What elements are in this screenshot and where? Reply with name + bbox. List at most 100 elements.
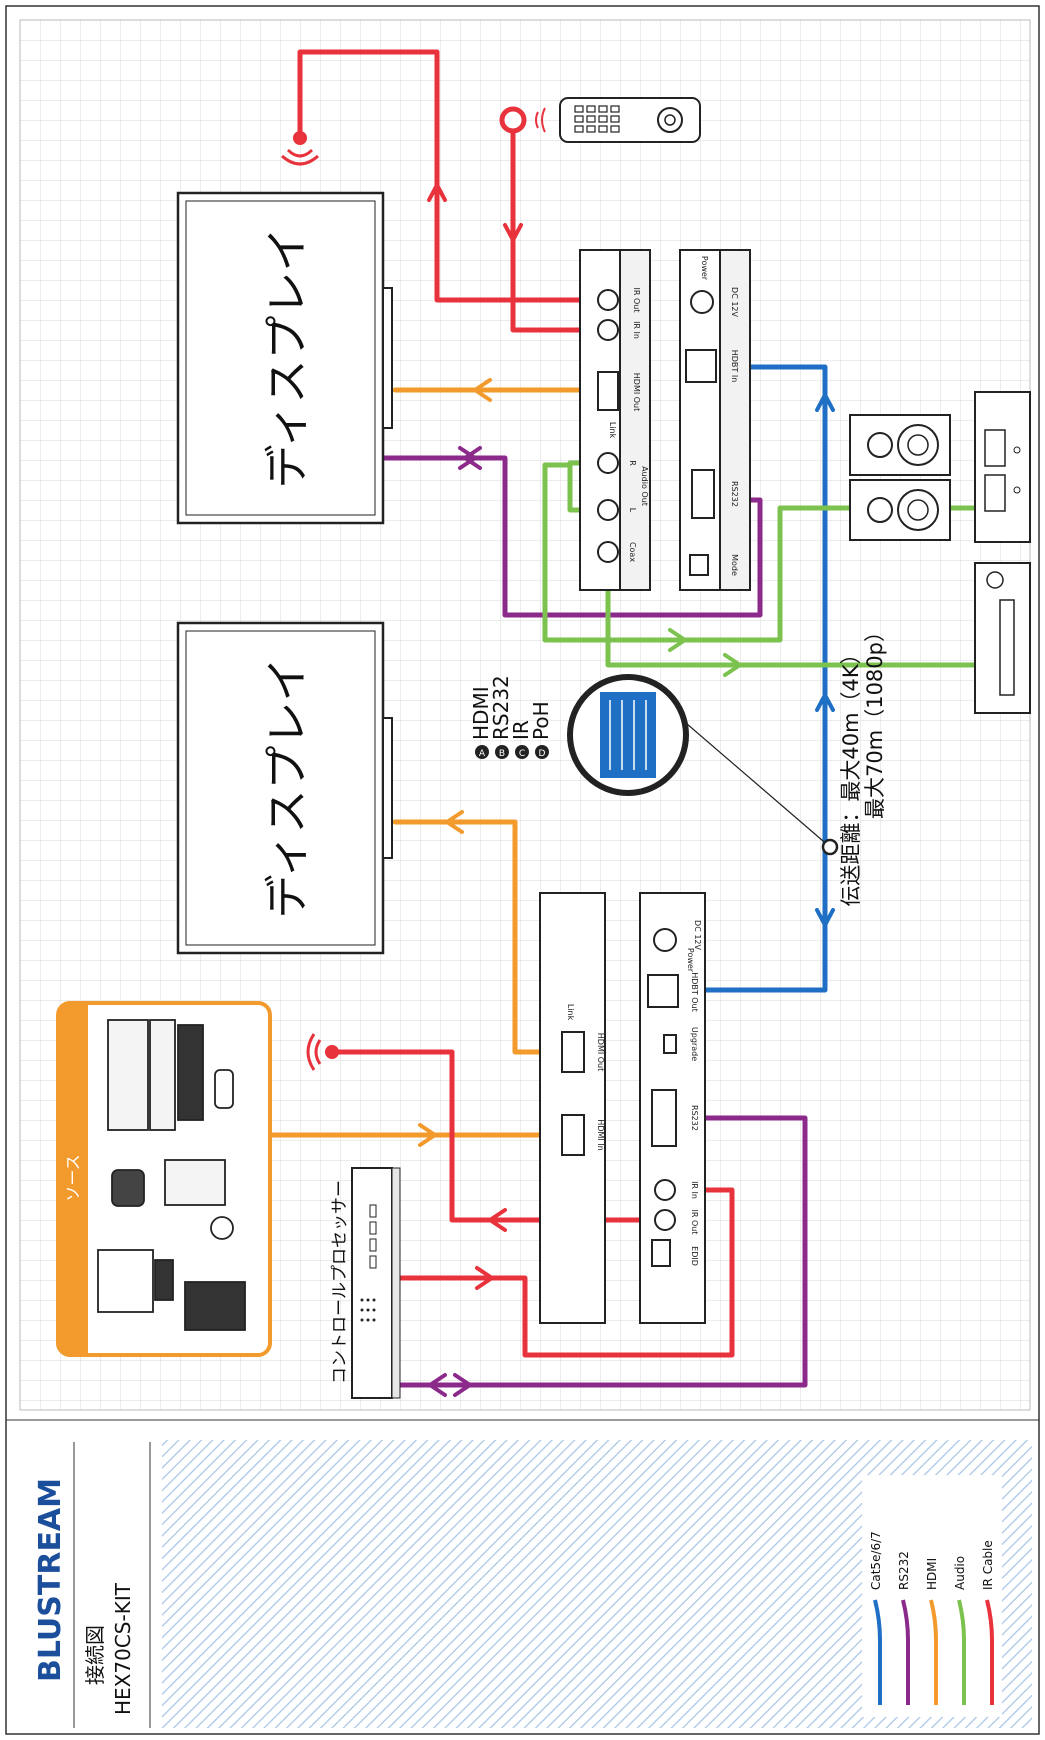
tx-link-label: Link	[566, 1004, 575, 1021]
game-console-icon	[164, 1159, 226, 1206]
tx-rs232-port	[651, 1089, 677, 1147]
receiver-dc-jack	[690, 290, 714, 314]
ir-cable-tx-in	[389, 1187, 735, 1358]
display-1-label: ディスプレイ	[262, 228, 313, 489]
display-2-label: ディスプレイ	[262, 658, 313, 919]
receiver-rs232-port	[691, 469, 715, 519]
svg-text:RS232: RS232	[489, 675, 513, 740]
apple-tv-icon	[111, 1169, 145, 1207]
svg-text:A: A	[479, 749, 486, 759]
rs232-cable-processor	[389, 1115, 808, 1388]
tx-dc-jack	[653, 928, 677, 952]
svg-text:C: C	[519, 749, 525, 759]
arrowheads	[418, 183, 835, 1397]
rs232-cable-display-1	[382, 455, 763, 618]
receiver-audio-r-jack	[597, 452, 619, 474]
receiver-l-label: L	[628, 508, 637, 513]
receiver-coax-jack	[597, 541, 619, 563]
tx-hdbt-out-port	[647, 974, 679, 1008]
receiver-ir-out-jack	[597, 289, 619, 311]
source-box: ソース	[56, 1001, 272, 1357]
tx-hdmi-in-port	[561, 1114, 585, 1156]
model-label: HEX70CS-KIT	[111, 1582, 135, 1715]
tx-power-label: Power	[686, 948, 695, 973]
receiver-ir-in-jack	[597, 319, 619, 341]
receiver-hdmi-out-label: HDMI Out	[632, 373, 641, 411]
inset-item-d: D PoH	[529, 701, 553, 759]
tx-ir-in-label: IR In	[690, 1181, 699, 1199]
transmitter-front-panel: HDMI Out Link HDMI In	[539, 892, 606, 1324]
cable-inset: A HDMI B RS232 C IR D PoH	[469, 674, 839, 856]
distance-line-2: 最大70m（1080p）	[863, 621, 887, 819]
svg-text:B: B	[499, 749, 505, 759]
legend-ir: IR Cable	[981, 1540, 995, 1590]
legend-hdmi: HDMI	[925, 1558, 939, 1590]
brand-block: BLUSTREAM 接続図 HEX70CS-KIT	[33, 1442, 151, 1728]
av-amplifier	[974, 562, 1031, 714]
receiver-link-label: Link	[608, 422, 617, 439]
stereo-amplifier	[974, 391, 1031, 543]
playstation-icon	[184, 1281, 246, 1331]
bluray-player-icon	[107, 1019, 149, 1131]
hdbt-cable	[652, 364, 828, 993]
tx-ir-out-jack	[654, 1209, 676, 1231]
receiver-hdbt-in-port	[685, 349, 717, 383]
svg-text:D: D	[539, 749, 546, 759]
ir-cable-receiver-in	[510, 119, 613, 333]
tx-hdmi-in-label: HDMI In	[596, 1119, 605, 1150]
source-devices-icons	[97, 1019, 246, 1331]
cable-legend: Cat5e/6/7 RS232 HDMI Audio IR Cable	[862, 1475, 1002, 1717]
audio-cable-speakers	[542, 462, 978, 643]
receiver-dc12v-label: DC 12V	[730, 287, 739, 317]
svg-text:PoH: PoH	[529, 701, 553, 740]
receiver-front-panel: IR Out IR In HDMI Out Link R L Audio Out…	[579, 249, 651, 591]
legend-audio: Audio	[953, 1556, 967, 1590]
receiver-hdmi-out-port	[597, 371, 619, 411]
svg-text:HDMI: HDMI	[469, 686, 493, 740]
transmitter-rear-panel: Power DC 12V HDBT Out Upgrade RS232 IR I…	[639, 892, 706, 1324]
tx-dc12v-label: DC 12V	[693, 920, 702, 950]
receiver-rear-panel: Power DC 12V HDBT In RS232 Mode	[679, 249, 751, 591]
remote-control-icon	[559, 97, 701, 143]
tx-hdmi-out-label: HDMI Out	[596, 1033, 605, 1071]
legend-rs232: RS232	[897, 1551, 911, 1590]
inset-item-c: C IR	[509, 720, 533, 759]
tx-ir-out-label: IR Out	[690, 1210, 699, 1235]
display-2: ディスプレイ	[176, 621, 393, 955]
legend-cat: Cat5e/6/7	[869, 1531, 883, 1590]
tx-hdmi-out-port	[561, 1031, 585, 1073]
ir-emitter-top-icon	[281, 131, 319, 166]
tx-upgrade-port	[663, 1034, 677, 1054]
tx-edid-label: EDID	[690, 1246, 699, 1266]
receiver-mode-switch	[689, 554, 709, 576]
receiver-ir-in-label: IR In	[632, 321, 641, 339]
source-box-title: ソース	[64, 1154, 83, 1201]
tx-rs232-label: RS232	[690, 1105, 699, 1131]
diagram-label: 接続図	[83, 1625, 107, 1685]
ir-receiver-icon	[499, 106, 546, 134]
receiver-audio-out-label: Audio Out	[640, 466, 649, 506]
gamepad-icon	[210, 1216, 234, 1240]
receiver-r-label: R	[628, 460, 637, 466]
receiver-hdbt-in-label: HDBT In	[730, 350, 739, 383]
speaker-1	[849, 414, 951, 476]
tx-upgrade-label: Upgrade	[690, 1027, 699, 1061]
cctv-camera-icon	[214, 1069, 234, 1109]
control-processor: コントロールプロセッサー	[330, 1167, 401, 1399]
control-processor-label: コントロールプロセッサー	[330, 1180, 350, 1384]
speaker-2	[849, 479, 951, 541]
display-1: ディスプレイ	[176, 191, 393, 525]
ir-cable-receiver-out	[297, 49, 613, 303]
receiver-power-label: Power	[700, 256, 709, 281]
receiver-mode-label: Mode	[730, 554, 739, 576]
pc-monitor-icon	[97, 1249, 154, 1313]
receiver-ir-out-label: IR Out	[632, 288, 641, 313]
inset-item-a: A HDMI	[469, 686, 493, 759]
svg-text:IR: IR	[509, 720, 533, 740]
inset-item-b: B RS232	[489, 675, 513, 759]
brand-logo: BLUSTREAM	[33, 1478, 68, 1682]
receiver-audio-l-jack	[597, 499, 619, 521]
receiver-rs232-label: RS232	[730, 481, 739, 507]
tx-edid-switch	[651, 1239, 671, 1267]
